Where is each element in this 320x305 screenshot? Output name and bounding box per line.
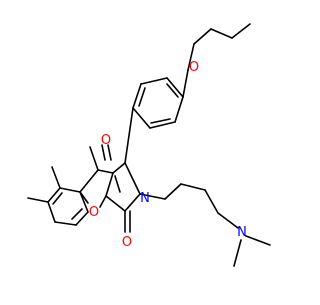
lactam-ring [105, 162, 141, 212]
chromone-core [47, 144, 114, 226]
lactam-carbonyl [124, 210, 131, 233]
phenyl-ring [132, 77, 184, 129]
molecule-canvas: O O O O N N [27, 23, 271, 267]
methyl-groups [27, 166, 61, 203]
lactam-nitrogen-label: N [140, 191, 150, 206]
lactam-oxygen-label: O [122, 235, 132, 250]
molecule-structure: O O O O N N [27, 23, 271, 267]
ring-oxygen-label: O [89, 205, 99, 220]
propoxy-chain [182, 23, 251, 98]
amine-nitrogen-label: N [237, 225, 247, 240]
propoxy-oxygen-label: O [189, 60, 199, 75]
ketone-oxygen-label: O [101, 133, 111, 148]
phenyl-link-bond [124, 107, 134, 164]
dimethylaminopropyl-chain [139, 183, 271, 267]
